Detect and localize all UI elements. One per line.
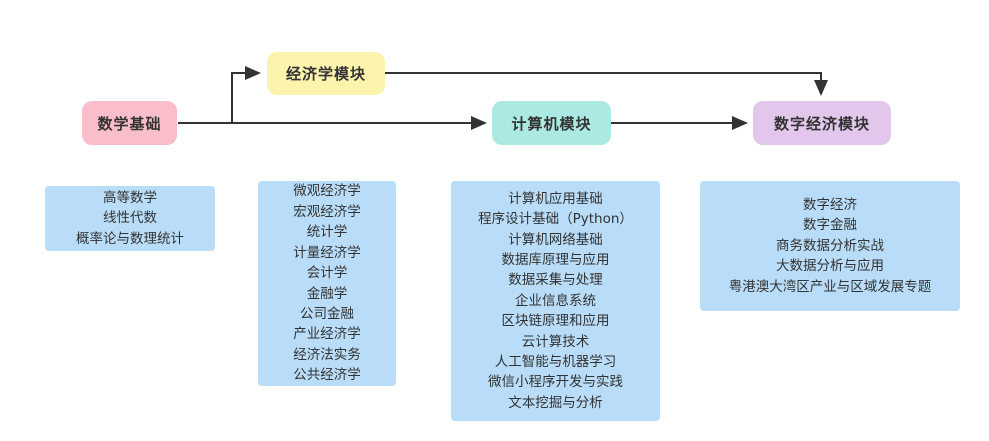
course-item: 宏观经济学 [293,203,361,220]
course-item: 数字金融 [803,217,857,234]
node-digital-economy-module: 数字经济模块 [753,101,891,145]
course-item: 大数据分析与应用 [776,258,884,275]
course-list-digital-economy: 数字经济数字金融商务数据分析实战大数据分析与应用粤港澳大湾区产业与区域发展专题 [700,181,960,311]
course-item: 经济法实务 [293,346,361,363]
course-item: 计量经济学 [293,244,361,261]
arrow-econ-to-digital [385,72,828,96]
course-item: 高等数学 [103,189,157,206]
course-item: 文本挖掘与分析 [508,394,603,411]
course-item: 会计学 [306,265,348,282]
course-item: 微观经济学 [293,183,361,200]
course-item: 程序设计基础（Python） [478,211,633,228]
course-item: 人工智能与机器学习 [494,354,617,371]
course-list-computer: 计算机应用基础程序设计基础（Python） 计算机网络基础数据库原理与应用数据采集… [451,181,660,421]
node-economics-module: 经济学模块 [267,52,385,95]
course-item: 数据采集与处理 [508,272,603,289]
arrow-math-to-econ [178,66,261,124]
course-item: 线性代数 [103,210,157,227]
node-math-foundation: 数学基础 [82,101,177,145]
course-item: 金融学 [306,285,348,302]
course-item: 粤港澳大湾区产业与区域发展专题 [728,278,932,295]
course-item: 区块链原理和应用 [501,313,610,330]
course-list-math: 高等数学线性代数概率论与数理统计 [45,186,215,251]
course-item: 计算机应用基础 [508,190,603,207]
course-list-economics: 微观经济学宏观经济学统计学计量经济学会计学金融学公司金融产业经济学经济法实务公共… [258,181,396,386]
course-item: 概率论与数理统计 [76,230,184,247]
course-item: 数字经济 [803,196,857,213]
course-item: 商务数据分析实战 [776,237,884,254]
course-item: 云计算技术 [521,333,590,350]
course-item: 公司金融 [300,305,354,322]
course-item: 微信小程序开发与实践 [488,374,623,391]
course-item: 产业经济学 [293,326,361,343]
course-item: 数据库原理与应用 [501,251,610,268]
course-item: 统计学 [306,224,348,241]
course-item: 计算机网络基础 [508,231,603,248]
course-item: 企业信息系统 [515,292,596,309]
node-computer-module: 计算机模块 [492,101,611,145]
course-item: 公共经济学 [293,367,361,384]
